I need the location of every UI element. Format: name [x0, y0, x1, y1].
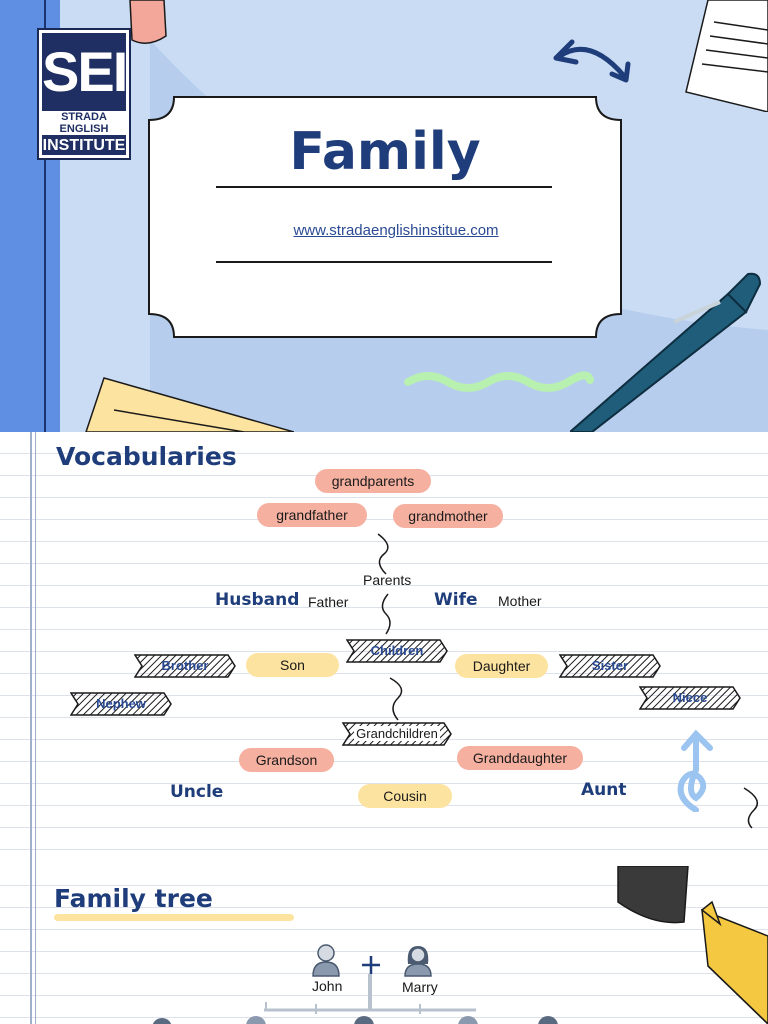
logo-line-2: INSTITUTE: [42, 137, 126, 154]
squiggle-connector: [377, 533, 389, 575]
vocab-brother: Brother: [134, 654, 236, 678]
paper-sheet: [685, 0, 768, 112]
highlighter-icon: [617, 866, 768, 1024]
heading-highlight: [54, 914, 294, 921]
vocab-niece-label: Niece: [672, 690, 708, 705]
yellow-paper: [85, 377, 294, 432]
vocabularies-slide: Vocabularies grandparents grandfather gr…: [0, 432, 768, 864]
vocab-children-label: Children: [370, 643, 424, 658]
vocab-niece: Niece: [639, 686, 741, 710]
vocab-mother: Mother: [498, 593, 542, 609]
vocab-husband: Husband: [215, 590, 300, 610]
title-rule-top: [216, 186, 552, 188]
website-link[interactable]: www.stradaenglishinstitue.com: [293, 222, 499, 239]
green-squiggle: [404, 371, 594, 392]
vocab-grandparents: grandparents: [315, 469, 431, 493]
tree-connectors: [152, 974, 558, 1024]
vocab-children: Children: [346, 639, 448, 663]
swap-arrows-icon: [553, 39, 631, 83]
vocab-uncle: Uncle: [170, 782, 224, 802]
title-card: [148, 96, 622, 338]
vocab-father: Father: [308, 594, 349, 610]
vocab-grandmother: grandmother: [393, 504, 503, 528]
vocab-aunt: Aunt: [581, 780, 627, 800]
plus-icon: [362, 956, 380, 974]
vocab-sister: Sister: [559, 654, 661, 678]
person-name-john: John: [312, 978, 343, 994]
vocab-parents: Parents: [363, 572, 412, 588]
curly-arrow-icon: [677, 729, 713, 812]
margin-line: [30, 432, 32, 864]
title-rule-bottom: [216, 261, 552, 263]
margin-line-2: [35, 432, 36, 864]
vocab-grandchildren-label: Grandchildren: [354, 726, 440, 741]
vocab-granddaughter: Granddaughter: [457, 746, 583, 770]
vocab-son: Son: [246, 653, 339, 677]
pink-sticky-note: [129, 0, 167, 44]
spine-line: [44, 0, 46, 432]
logo-letters: SEI: [42, 40, 128, 103]
vocab-nephew-label: Nephew: [96, 696, 146, 711]
vocab-grandfather: grandfather: [257, 503, 367, 527]
vocab-daughter: Daughter: [455, 654, 548, 678]
grandmother-avatar-icon: [404, 946, 432, 977]
page-title: Family: [289, 122, 481, 182]
person-name-marry: Marry: [402, 979, 438, 995]
vocab-brother-label: Brother: [161, 658, 209, 673]
squiggle-connector: [743, 787, 759, 829]
squiggle-connector: [381, 593, 391, 635]
vocab-wife: Wife: [434, 590, 478, 610]
vocab-sister-label: Sister: [591, 658, 629, 673]
family-tree-heading: Family tree: [54, 884, 213, 913]
margin-line: [30, 864, 32, 1024]
logo-line-1: STRADA ENGLISH: [42, 111, 126, 135]
vocab-cousin: Cousin: [358, 784, 452, 808]
pen-icon: [570, 272, 762, 432]
vocab-heading: Vocabularies: [56, 442, 237, 471]
vocab-grandson: Grandson: [239, 748, 334, 772]
grandfather-avatar-icon: [312, 944, 340, 977]
vocab-nephew: Nephew: [70, 692, 172, 716]
squiggle-connector: [389, 677, 403, 721]
margin-line-2: [35, 864, 36, 1024]
family-tree-slide: Family tree John Marry: [0, 864, 768, 1024]
sei-logo: SEI STRADA ENGLISH INSTITUTE: [37, 28, 131, 160]
title-slide: SEI STRADA ENGLISH INSTITUTE Family www.…: [0, 0, 768, 432]
vocab-grandchildren: Grandchildren: [342, 722, 452, 746]
